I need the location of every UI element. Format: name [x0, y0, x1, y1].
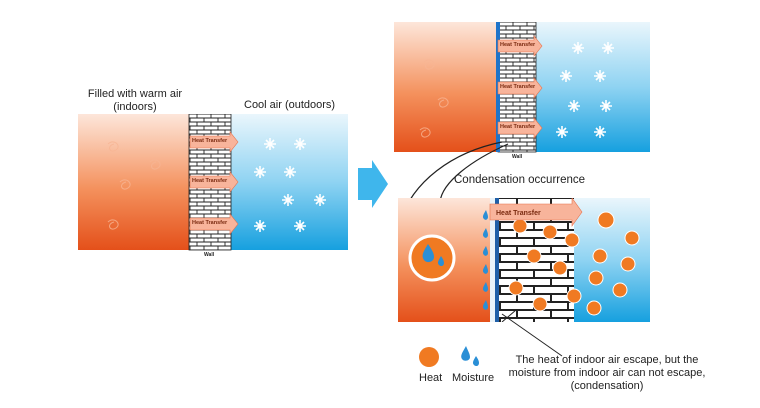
condensation-title: Condensation occurrence [454, 174, 586, 186]
wall-label-top: Wall [512, 154, 523, 160]
caption-line2: moisture from indoor air can not escape, [508, 367, 706, 379]
top-right-diagram [394, 22, 650, 153]
indoor-label: Filled with warm air (indoors) [80, 88, 190, 114]
moisture-legend-icon [461, 346, 479, 367]
heat-legend-icon [419, 347, 439, 367]
heat-legend-label: Heat [419, 372, 443, 384]
arrow-label-1: Heat Transfer [192, 138, 228, 144]
detail-heat-arrow [489, 198, 583, 227]
top-arrow-label-1: Heat Transfer [500, 42, 536, 48]
wall-label-left: Wall [204, 252, 215, 258]
indoor-label-line1: Filled with warm air [87, 88, 183, 100]
caption-line3: (condensation) [570, 380, 644, 392]
detail-arrow-label: Heat Transfer [496, 210, 541, 217]
indoor-label-line2: (indoors) [113, 101, 157, 113]
arrow-label-2: Heat Transfer [192, 178, 228, 184]
detail-diagram [398, 198, 650, 322]
heat-transfer-arrows-top [497, 35, 543, 139]
snowflake-icons [254, 138, 326, 232]
moisture-drops-wall [482, 210, 488, 310]
warm-air-swirls [107, 141, 161, 230]
heat-transfer-arrows [189, 131, 239, 235]
moisture-legend-label: Moisture [452, 372, 495, 384]
caption-pointer [501, 313, 563, 357]
heat-dots [508, 211, 640, 316]
top-arrow-label-2: Heat Transfer [500, 84, 536, 90]
left-diagram [78, 114, 348, 251]
snowflake-icons-top [556, 42, 614, 138]
caption: The heat of indoor air escape, but the m… [502, 354, 712, 393]
process-arrow-icon [358, 160, 388, 208]
top-arrow-label-3: Heat Transfer [500, 124, 536, 130]
caption-line1: The heat of indoor air escape, but the [515, 354, 699, 366]
warm-air-area [78, 114, 190, 250]
cool-air-area [230, 114, 348, 250]
outdoor-label: Cool air (outdoors) [244, 99, 336, 111]
arrow-label-3: Heat Transfer [192, 220, 228, 226]
